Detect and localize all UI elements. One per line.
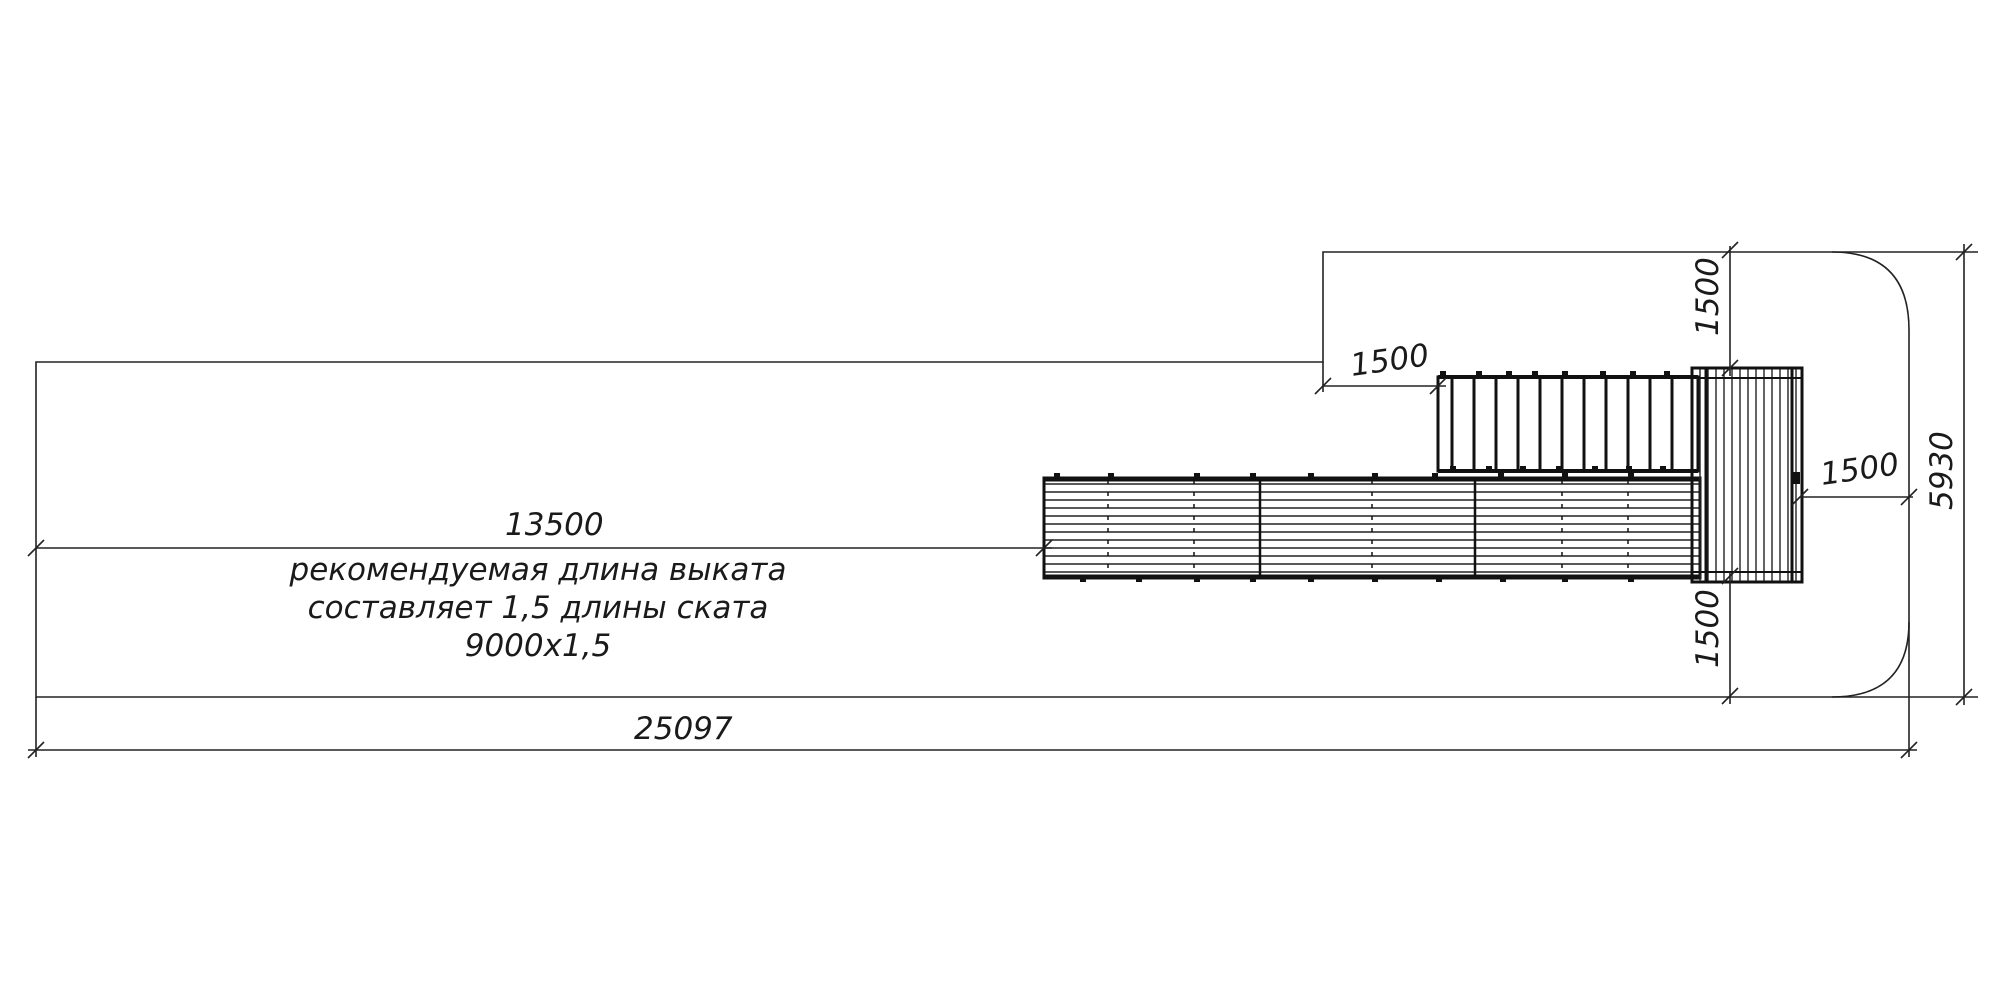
long-ramp-posts: [1054, 473, 1634, 582]
landing-platform: [1690, 366, 1804, 584]
dimension-lines: [27, 241, 1978, 759]
top-clearance-label: 1500: [1348, 337, 1431, 384]
clearance-zone-outline: [35, 251, 1910, 698]
upper-ramp: [1436, 371, 1700, 473]
long-ramp-joints: [1107, 480, 1629, 576]
bottom-clearance-label: 1500: [1690, 589, 1726, 668]
total-width-label: 5930: [1924, 431, 1960, 510]
upper-ramp-posts: [1440, 371, 1670, 472]
long-ramp: [1042, 473, 1702, 582]
note-line-3: 9000x1,5: [465, 628, 612, 664]
total-length-label: 25097: [634, 711, 733, 747]
left-clearance-label: 1500: [1690, 257, 1726, 336]
right-clearance-label: 1500: [1818, 446, 1901, 493]
note-line-2: составляет 1,5 длины ската: [308, 590, 769, 626]
note-line-1: рекомендуемая длина выката: [289, 552, 787, 588]
ramp-runout-label: 13500: [505, 507, 604, 543]
